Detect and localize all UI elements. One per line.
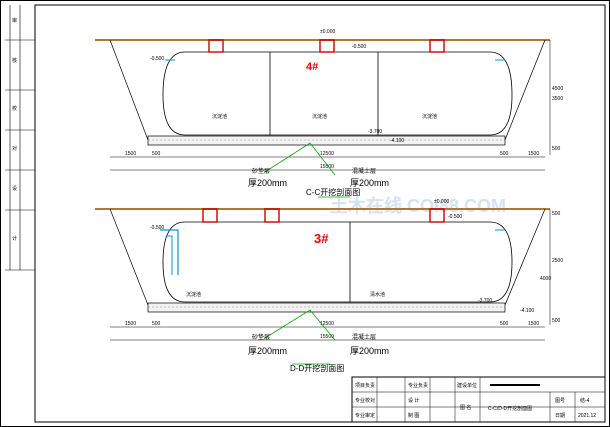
- excavation-slope-left: [109, 208, 149, 306]
- chamber-label: 沉淀池: [212, 113, 227, 120]
- dimension-value: 3500: [552, 96, 563, 102]
- drawing-date: 2021.12: [578, 413, 596, 419]
- drawing-name: C-C/D-D开挖剖面图: [488, 405, 532, 412]
- layer-label: 混凝土层: [352, 167, 376, 175]
- title-block-cell: 制 图: [408, 412, 419, 419]
- layer-label: 砂垫层: [252, 167, 270, 175]
- elevation-label: -0.500: [150, 56, 164, 62]
- dimension-value: 1500: [528, 321, 539, 327]
- elevation-label: ±0.000: [434, 199, 449, 205]
- title-block-cell: 图 名: [460, 404, 471, 411]
- title-block: 项目负责 专业负责 建设单位 专业校对 设 计 图 名 C-C/D-D开挖剖面图…: [351, 376, 606, 423]
- title-block-cell: 设 计: [408, 397, 419, 404]
- tank-number: 4#: [306, 61, 318, 73]
- thickness-label: 厚200mm: [248, 346, 287, 356]
- title-block-cell: 专业校对: [355, 397, 375, 404]
- excavation-slope-left: [109, 39, 149, 141]
- layer-label: 砂垫层: [252, 333, 270, 341]
- dimension-value: 12500: [320, 151, 334, 157]
- side-strip: 审 核 校 对 设 计: [5, 5, 35, 271]
- drawing-number: 结-4: [580, 397, 590, 404]
- manhole: [208, 39, 224, 53]
- dimension-value: 500: [152, 321, 161, 327]
- dimension-value: 4500: [552, 86, 563, 92]
- thickness-label: 厚200mm: [350, 178, 389, 188]
- elevation-label: -4.100: [390, 138, 404, 144]
- section-title: C-C开挖剖面图: [306, 187, 360, 197]
- dimension-value: 12500: [320, 321, 334, 327]
- chamber-label: 清水池: [370, 291, 385, 298]
- thickness-label: 厚200mm: [248, 178, 287, 188]
- manhole: [319, 39, 335, 53]
- section-title: D-D开挖剖面图: [290, 363, 344, 373]
- side-strip-label: 计: [12, 235, 17, 242]
- elevation-label: -0.500: [448, 214, 462, 220]
- watermark: 土木在线 COI88.COM: [330, 195, 506, 216]
- leader-line: [264, 142, 336, 176]
- base-slab: [147, 135, 506, 146]
- chamber-label: 沉淀池: [422, 113, 437, 120]
- title-block-cell: 建设单位: [457, 382, 477, 389]
- dimension-value: 2500: [552, 258, 563, 264]
- title-block-cell: 图号: [555, 398, 565, 404]
- title-block-cell: 项目负责: [355, 382, 375, 389]
- dimension-value: 1500: [125, 321, 136, 327]
- elevation-label: -0.500: [150, 225, 164, 231]
- manhole: [429, 39, 445, 53]
- section-upper: 4# ±0.000 -0.500 -0.500 -3.700 -4.100 沉淀…: [95, 29, 563, 198]
- layer-label: 混凝土层: [352, 333, 376, 341]
- dimension-total: 15500: [320, 334, 334, 340]
- dimension-value: 1500: [125, 151, 136, 157]
- elevation-label: -3.700: [368, 129, 382, 135]
- dimension-value: 500: [552, 211, 561, 217]
- section-lower: 3# ±0.000 -0.500 -0.500 -3.700 -4.100 沉淀…: [95, 199, 563, 373]
- chamber-label: 沉淀池: [186, 291, 201, 298]
- tank-body: [162, 51, 513, 136]
- base-slab: [147, 302, 506, 313]
- elevation-label: -0.500: [352, 44, 366, 50]
- side-strip-label: 设: [12, 185, 17, 192]
- thickness-label: 厚200mm: [350, 346, 389, 356]
- dimension-value: 4000: [540, 276, 551, 282]
- dimension-value: 500: [552, 146, 561, 152]
- manhole: [264, 208, 280, 223]
- elevation-label: -3.700: [478, 298, 492, 304]
- manhole: [202, 208, 218, 223]
- leader-line: [264, 309, 336, 341]
- excavation-slope-right: [504, 39, 546, 141]
- manhole: [429, 208, 445, 223]
- excavation-slope-right: [504, 208, 546, 306]
- dimension-value: 500: [152, 151, 161, 157]
- elevation-label: ±0.000: [320, 29, 335, 35]
- title-block-cell: 专业负责: [408, 382, 428, 389]
- title-block-cell: 日期: [555, 413, 565, 419]
- elevation-label: -4.100: [520, 308, 534, 314]
- title-block-cell: 专业审定: [355, 412, 375, 419]
- dimension-value: 1500: [528, 151, 539, 157]
- dimension-value: 500: [500, 321, 509, 327]
- side-strip-label: 校: [12, 105, 17, 112]
- side-strip-label: 对: [12, 145, 17, 152]
- dimension-value: 500: [552, 318, 561, 324]
- side-strip-label: 核: [12, 57, 17, 64]
- side-strip-label: 审: [12, 17, 17, 24]
- dimension-value: 500: [500, 151, 509, 157]
- dimension-total: 15500: [320, 164, 334, 170]
- tank-body: [162, 221, 513, 303]
- chamber-label: 沉淀池: [312, 113, 327, 120]
- tank-number: 3#: [314, 231, 329, 246]
- inlet-pipe: [160, 229, 179, 275]
- drawing-border: [34, 4, 606, 423]
